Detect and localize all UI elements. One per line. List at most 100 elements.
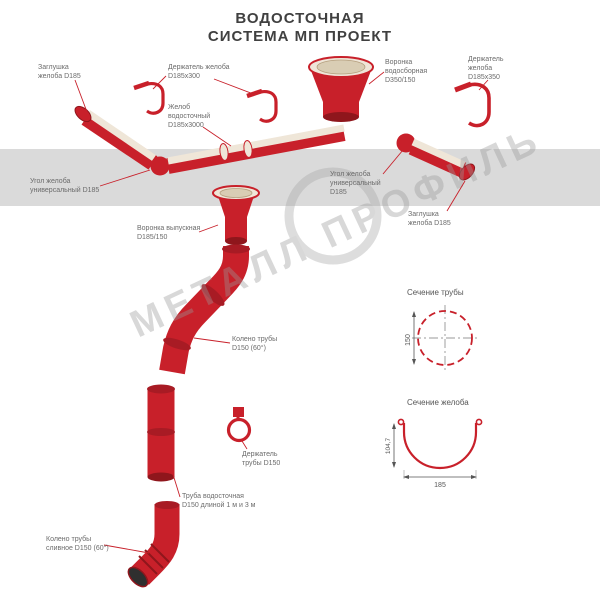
elbow-socket-mid: [201, 284, 225, 306]
downpipe-collar: [147, 428, 175, 436]
label-drain-elbow: Колено трубы сливное D150 (60°): [46, 535, 109, 553]
drain-elbow-body: [131, 504, 180, 585]
pipe-holder-clamp: [226, 417, 252, 443]
gutter-hook-left-icon: [146, 81, 165, 115]
label-gutter-corner-right: Угол желоба универсальный D185: [330, 170, 381, 198]
drain-elbow-rib: [150, 543, 170, 563]
pipe-holder-plate: [233, 407, 244, 417]
page-title-line1: ВОДОСТОЧНАЯ: [235, 10, 365, 27]
outlet-funnel-inner: [219, 188, 253, 198]
label-line: желоба D185: [38, 73, 81, 81]
page-title-line2: СИСТЕМА МП ПРОЕКТ: [207, 28, 393, 45]
label-line: Держатель: [468, 56, 504, 63]
gutter-hooks: [133, 80, 491, 128]
label-line: Труба водосточная: [182, 493, 244, 500]
watermark-logo-icon: [284, 167, 382, 265]
label-line: D185х350: [468, 74, 500, 82]
drain-elbow-top-socket: [154, 501, 180, 509]
label-gutter-corner-left: Угол желоба универсальный D185: [30, 177, 99, 195]
gutter-corner-right: [396, 133, 416, 153]
downpipe-bottom-end: [147, 472, 175, 482]
label-line: D185/150: [137, 234, 168, 242]
leader-corner-right: [382, 149, 404, 175]
label-downpipe: Труба водосточная D150 длиной 1 м и 3 м: [182, 492, 255, 510]
drain-elbow-opening: [127, 566, 149, 588]
label-line: D150 (60°): [232, 345, 266, 353]
gutter-main-run-channel: [167, 124, 345, 165]
gutter-hook-right-plate: [454, 81, 472, 93]
label-outlet-funnel: Воронка выпускная D185/150: [137, 224, 200, 242]
gutter-section-curl-right: [475, 418, 483, 426]
label-line: D350/150: [385, 77, 416, 85]
leader-drain-elbow: [103, 544, 150, 554]
label-line: Колено трубы: [46, 536, 92, 543]
pipe-section-diameter-dim: 150: [405, 334, 412, 346]
pipe-section-title: Сечение трубы: [407, 288, 464, 297]
gutter-hook-left-plate: [133, 80, 150, 91]
gutter-cut-section-right: [243, 140, 253, 158]
label-gutter: Желоб водосточный D185х3000: [168, 103, 210, 131]
label-line: Заглушка: [38, 64, 69, 71]
gutter-right-run: [408, 139, 467, 178]
gutter-assembly: [74, 105, 476, 181]
outlet-funnel-cone: [218, 196, 254, 217]
collecting-funnel-outlet: [323, 112, 359, 122]
elbow-socket-top: [222, 244, 250, 254]
dim-arrow: [392, 462, 396, 468]
leader-holder350: [478, 79, 489, 91]
label-line: водосточный: [168, 113, 211, 121]
leader-lines: [74, 71, 489, 554]
dim-arrow: [392, 423, 396, 429]
gutter-end-cap-right: [458, 163, 476, 181]
leader-pipe-holder: [241, 440, 248, 450]
dim-arrow: [412, 311, 416, 317]
pipe-holder: [226, 407, 252, 443]
outlet-funnel-outlet: [225, 237, 247, 245]
label-line: Угол желоба: [330, 171, 371, 178]
elbow-socket-low: [163, 337, 191, 351]
label-line: Желоб: [168, 104, 191, 111]
label-line: трубы D150: [242, 460, 281, 468]
label-line: Держатель: [242, 451, 278, 458]
label-line: D150 длиной 1 м и 3 м: [182, 502, 256, 510]
leader-pipe: [170, 467, 181, 498]
leader-collecting-funnel: [368, 71, 385, 85]
label-line: желоба D185: [408, 220, 451, 228]
label-gutter-holder-300: Держатель желоба D185х300: [168, 63, 230, 81]
gutter-cut-section-left: [219, 143, 229, 161]
gutter-hook-mid-plate: [246, 88, 263, 99]
leader-holder300-a: [152, 75, 167, 90]
label-line: Заглушка: [408, 211, 439, 218]
gutter-left-run-channel: [86, 110, 156, 161]
gutter-left-run: [81, 111, 158, 170]
outlet-funnel-spout: [225, 216, 247, 241]
drain-elbow-rib: [138, 555, 158, 575]
label-line: Воронка выпускная: [137, 225, 201, 232]
gutter-section-profile: [402, 423, 478, 470]
leader-holder300-b: [213, 78, 257, 96]
label-pipe-holder: Держатель трубы D150: [242, 450, 280, 468]
page-title: ВОДОСТОЧНАЯ СИСТЕМА МП ПРОЕКТ: [0, 10, 600, 46]
leader-outlet-funnel: [198, 224, 219, 233]
pipe-section-circle: [417, 310, 473, 366]
downpipe-top-socket: [147, 384, 175, 394]
leader-corner-left: [99, 169, 151, 187]
label-line: водосборная: [385, 68, 428, 76]
gutter-section-diagram: 185 104,7: [385, 418, 483, 489]
wall-band: [0, 149, 600, 206]
label-collecting-funnel: Воронка водосборная D350/150: [385, 58, 427, 86]
label-line: D185: [330, 189, 347, 197]
label-line: сливное D150 (60°): [46, 545, 109, 553]
label-line: Угол желоба: [30, 178, 71, 185]
dim-arrow: [471, 475, 477, 479]
label-line: Держатель желоба: [168, 64, 230, 71]
label-line: универсальный: [330, 180, 381, 188]
drain-elbow: [127, 501, 180, 588]
pipe-section-diagram: 150: [405, 305, 478, 371]
label-line: универсальный D185: [30, 187, 100, 195]
label-gutter-holder-350: Держатель желоба D185х350: [468, 55, 503, 83]
outlet-funnel: [212, 185, 260, 245]
label-line: D185х300: [168, 73, 200, 81]
collecting-funnel: [308, 56, 374, 122]
